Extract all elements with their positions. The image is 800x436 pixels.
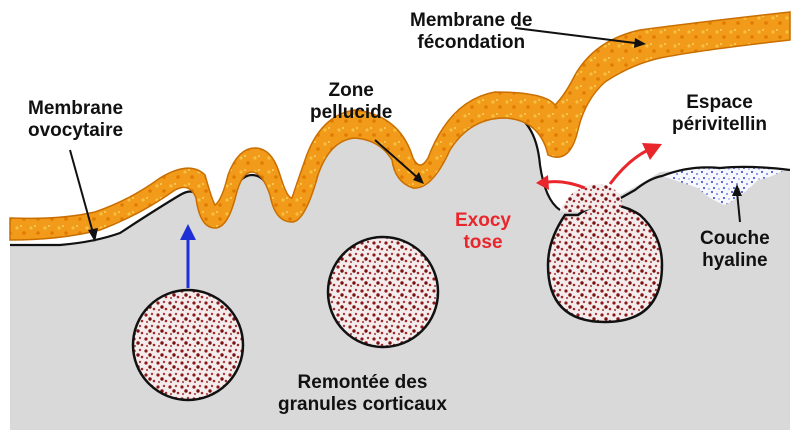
pointer-fecondation — [515, 28, 635, 43]
red-arrow-left — [548, 182, 585, 188]
cortical-granule-2 — [328, 237, 438, 347]
label-exocytose: Exocy tose — [455, 210, 511, 254]
red-arrow-right — [610, 150, 648, 184]
label-remontee-granules: Remontée des granules corticaux — [278, 372, 447, 416]
granule-content-release — [560, 184, 622, 212]
cortical-granule-fusing — [548, 205, 662, 322]
label-espace-perivitellin: Espace périvitellin — [672, 92, 767, 136]
label-membrane-ovocytaire: Membrane ovocytaire — [28, 98, 123, 142]
label-membrane-fecondation: Membrane de fécondation — [410, 10, 532, 54]
cortical-granule-1 — [133, 290, 243, 400]
label-zone-pellucide: Zone pellucide — [310, 80, 392, 124]
label-couche-hyaline: Couche hyaline — [700, 228, 770, 272]
